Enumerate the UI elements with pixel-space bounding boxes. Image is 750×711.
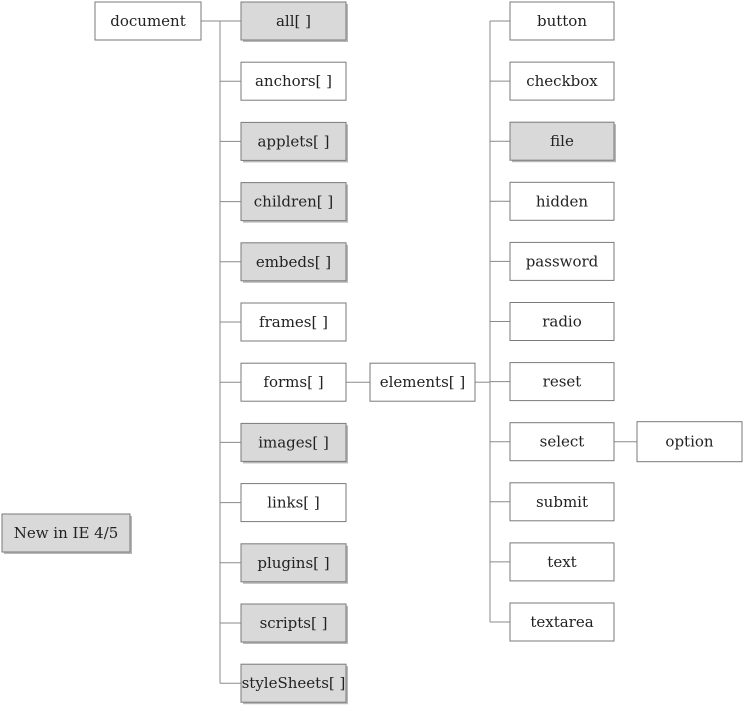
node-links-box [240, 483, 347, 523]
node-plugins: plugins[ ] [240, 543, 348, 584]
node-frames-box [240, 302, 347, 342]
node-reset: reset [509, 362, 615, 402]
node-children: children[ ] [240, 182, 348, 223]
node-document-label: document [110, 12, 185, 30]
node-frames: frames[ ] [240, 302, 347, 342]
connectors [201, 20, 637, 684]
node-applets-box [240, 121, 347, 161]
node-anchors-box [240, 61, 347, 101]
node-children-box [240, 182, 347, 222]
node-hidden-label: hidden [536, 192, 589, 210]
node-stylesheets: styleSheets[ ] [240, 663, 348, 705]
node-file: file [509, 121, 616, 163]
node-text-label: text [547, 553, 576, 571]
node-textarea-box [509, 602, 615, 642]
node-applets-label: applets[ ] [257, 132, 329, 150]
node-all-box [240, 1, 347, 41]
node-anchors: anchors[ ] [240, 61, 347, 101]
node-links-label: links[ ] [267, 494, 320, 512]
node-children-label: children[ ] [254, 193, 333, 211]
node-frames-label: frames[ ] [259, 313, 328, 331]
nodes: document all[ ] anchors[ ] applets[ ] childr… [1, 1, 743, 705]
legend-new-in-ie-label: New in IE 4/5 [14, 524, 119, 542]
node-select-label: select [540, 433, 585, 451]
node-password-label: password [526, 252, 599, 270]
node-password: password [509, 241, 615, 281]
node-hidden-box [509, 181, 615, 221]
node-images-box [240, 422, 347, 462]
node-option: option [636, 421, 743, 463]
node-scripts-box [240, 603, 347, 643]
node-submit-box [509, 482, 615, 522]
node-radio: radio [509, 302, 615, 341]
node-reset-box [509, 362, 615, 402]
node-forms: forms[ ] [240, 362, 347, 402]
node-hidden: hidden [509, 181, 615, 221]
node-textarea: textarea [509, 602, 615, 642]
node-password-box [509, 241, 615, 281]
node-all: all[ ] [240, 1, 348, 42]
node-option-label: option [665, 433, 713, 451]
legend-new-in-ie: New in IE 4/5 [1, 513, 132, 554]
node-elements-box [369, 362, 476, 402]
node-text-box [509, 542, 615, 582]
node-checkbox-box [509, 61, 615, 101]
node-option-box [636, 421, 743, 463]
node-reset-label: reset [543, 373, 582, 391]
node-embeds: embeds[ ] [240, 242, 348, 283]
node-select: select [509, 422, 615, 462]
node-button-label: button [537, 12, 587, 30]
legend-new-in-ie-box [1, 513, 131, 553]
node-button-box [509, 1, 615, 41]
node-embeds-box [240, 242, 347, 282]
node-applets: applets[ ] [240, 121, 348, 163]
node-plugins-label: plugins[ ] [257, 554, 329, 572]
node-forms-box [240, 362, 347, 402]
node-anchors-label: anchors[ ] [255, 72, 332, 90]
node-scripts: scripts[ ] [240, 603, 348, 644]
node-images-label: images[ ] [258, 433, 329, 451]
node-document: document [94, 1, 202, 41]
node-button: button [509, 1, 615, 41]
node-forms-label: forms[ ] [263, 373, 323, 391]
node-stylesheets-box [240, 663, 347, 703]
node-document-box [94, 1, 202, 41]
node-plugins-box [240, 543, 347, 583]
node-elements-label: elements[ ] [380, 373, 466, 391]
node-radio-box [509, 302, 615, 341]
node-submit: submit [509, 482, 615, 522]
node-radio-label: radio [542, 313, 582, 331]
node-textarea-label: textarea [530, 613, 593, 631]
node-checkbox: checkbox [509, 61, 615, 101]
node-stylesheets-label: styleSheets[ ] [242, 674, 346, 692]
node-all-label: all[ ] [276, 12, 311, 30]
node-text: text [509, 542, 615, 582]
node-scripts-label: scripts[ ] [260, 614, 328, 632]
node-images: images[ ] [240, 422, 348, 464]
node-submit-label: submit [536, 493, 588, 511]
node-select-box [509, 422, 615, 462]
node-links: links[ ] [240, 483, 347, 523]
node-checkbox-label: checkbox [526, 72, 598, 90]
node-file-box [509, 121, 615, 161]
node-embeds-label: embeds[ ] [256, 253, 331, 271]
node-file-label: file [550, 132, 574, 150]
node-elements: elements[ ] [369, 362, 476, 402]
